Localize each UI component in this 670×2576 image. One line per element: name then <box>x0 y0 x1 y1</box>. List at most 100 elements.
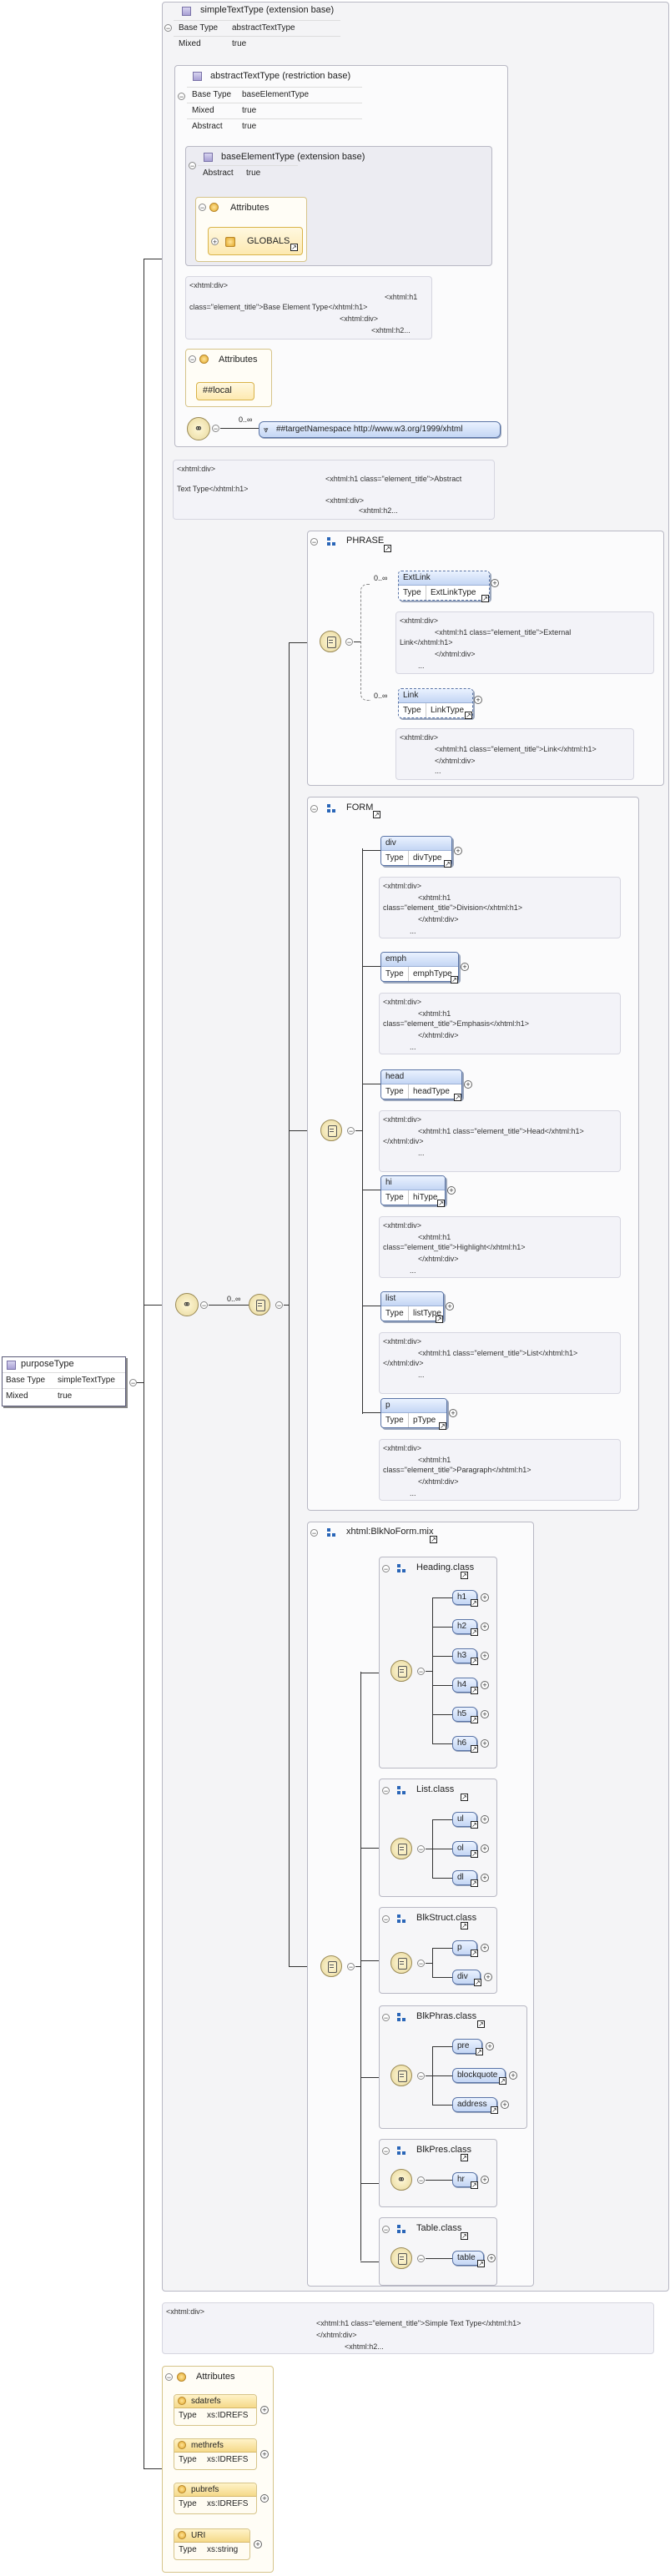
any-element-icon[interactable]: ⚭ <box>175 1293 199 1316</box>
expand-toggle[interactable]: − <box>129 1379 137 1387</box>
goto-arrow-icon[interactable]: ↗ <box>471 1879 478 1887</box>
expand-toggle[interactable]: − <box>417 2255 425 2263</box>
expand-plus[interactable]: + <box>260 2406 269 2414</box>
goto-arrow-icon[interactable]: ↗ <box>461 1922 468 1929</box>
goto-arrow-icon[interactable]: ↗ <box>491 2106 498 2114</box>
expand-toggle[interactable]: + <box>211 238 219 246</box>
element-blockquote[interactable]: blockquote <box>452 2068 506 2083</box>
collapse-toggle[interactable]: − <box>199 204 206 212</box>
expand-plus[interactable]: + <box>481 2176 489 2184</box>
collapse-toggle[interactable]: − <box>164 24 172 33</box>
any-element-icon[interactable]: ⚭ <box>187 417 210 440</box>
collapse-toggle[interactable]: − <box>189 162 196 170</box>
choice-compositor-icon[interactable] <box>320 1955 342 1977</box>
expand-plus[interactable]: + <box>254 2540 262 2548</box>
goto-arrow-icon[interactable]: ↗ <box>471 1716 478 1723</box>
goto-arrow-icon[interactable]: ↗ <box>461 1572 468 1579</box>
collapse-toggle[interactable]: − <box>310 538 318 546</box>
expand-toggle[interactable]: − <box>347 1127 355 1135</box>
collapse-toggle[interactable]: − <box>382 1915 390 1924</box>
goto-arrow-icon[interactable]: ↗ <box>444 860 451 868</box>
expand-toggle[interactable]: − <box>345 638 353 647</box>
choice-compositor-icon[interactable] <box>390 2065 412 2086</box>
expand-plus[interactable]: + <box>260 2494 269 2503</box>
goto-arrow-icon[interactable]: ↗ <box>436 1316 443 1323</box>
element-ExtLink[interactable]: ExtLink Type ExtLinkType <box>398 571 490 601</box>
collapse-toggle[interactable]: − <box>310 805 318 813</box>
collapse-toggle[interactable]: − <box>382 2147 390 2156</box>
goto-arrow-icon[interactable]: ↗ <box>471 1745 478 1753</box>
expand-toggle[interactable]: − <box>417 1845 425 1854</box>
expand-toggle[interactable]: − <box>275 1301 283 1310</box>
goto-arrow-icon[interactable]: ↗ <box>451 976 458 984</box>
goto-arrow-icon[interactable]: ↗ <box>476 2048 483 2055</box>
expand-plus[interactable]: + <box>464 1080 472 1089</box>
expand-toggle[interactable]: − <box>200 1301 208 1310</box>
goto-arrow-icon[interactable]: ↗ <box>461 1794 468 1801</box>
goto-arrow-icon[interactable]: ↗ <box>471 1687 478 1694</box>
goto-arrow-icon[interactable]: ↗ <box>465 712 472 719</box>
expand-plus[interactable]: + <box>486 2042 494 2050</box>
expand-toggle[interactable]: − <box>212 425 219 433</box>
expand-plus[interactable]: + <box>487 2254 496 2262</box>
goto-arrow-icon[interactable]: ↗ <box>471 1850 478 1858</box>
any-compositor-icon[interactable]: ⚭ <box>390 2169 412 2191</box>
element-div[interactable]: div <box>452 1970 481 1985</box>
expand-plus[interactable]: + <box>454 847 462 855</box>
choice-compositor-icon[interactable] <box>390 2247 412 2269</box>
goto-arrow-icon[interactable]: ↗ <box>384 545 391 552</box>
expand-toggle[interactable]: − <box>417 1667 425 1676</box>
goto-arrow-icon[interactable]: ↗ <box>471 1658 478 1665</box>
choice-compositor-icon[interactable] <box>390 1838 412 1859</box>
expand-plus[interactable]: + <box>481 1944 489 1952</box>
goto-arrow-icon[interactable]: ↗ <box>461 2154 468 2161</box>
expand-plus[interactable]: + <box>484 1973 492 1981</box>
goto-arrow-icon[interactable]: ↗ <box>471 1628 478 1636</box>
collapse-toggle[interactable]: − <box>382 1787 390 1795</box>
expand-plus[interactable]: + <box>446 1302 454 1311</box>
expand-plus[interactable]: + <box>491 579 499 587</box>
element-pre[interactable]: pre <box>452 2039 482 2054</box>
expand-plus[interactable]: + <box>474 696 482 704</box>
globals-attribute-group[interactable] <box>208 227 303 255</box>
expand-plus[interactable]: + <box>509 2071 517 2080</box>
collapse-toggle[interactable]: − <box>382 2226 390 2234</box>
expand-plus[interactable]: + <box>481 1681 489 1689</box>
goto-arrow-icon[interactable]: ↗ <box>471 1821 478 1829</box>
goto-arrow-icon[interactable]: ↗ <box>471 1950 478 1957</box>
collapse-toggle[interactable]: − <box>382 1565 390 1573</box>
element-table[interactable]: table <box>452 2251 484 2266</box>
expand-plus[interactable]: + <box>481 1710 489 1718</box>
expand-plus[interactable]: + <box>481 1844 489 1853</box>
expand-plus[interactable]: + <box>481 1815 489 1824</box>
expand-toggle[interactable]: − <box>347 1963 355 1971</box>
sequence-compositor-icon[interactable] <box>320 1119 342 1141</box>
namespace-pill[interactable]: ⩔ ##targetNamespace http://www.w3.org/19… <box>259 421 501 438</box>
any-attribute-local[interactable] <box>196 382 254 400</box>
expand-plus[interactable]: + <box>501 2101 509 2109</box>
goto-arrow-icon[interactable]: ↗ <box>474 1979 481 1986</box>
expand-plus[interactable]: + <box>481 1593 489 1602</box>
choice-compositor-icon[interactable] <box>249 1294 270 1316</box>
goto-arrow-icon[interactable]: ↗ <box>471 2181 478 2189</box>
expand-plus[interactable]: + <box>449 1409 457 1417</box>
expand-plus[interactable]: + <box>481 1874 489 1882</box>
expand-plus[interactable]: + <box>481 1739 489 1748</box>
goto-arrow-icon[interactable]: ↗ <box>461 2232 468 2240</box>
expand-plus[interactable]: + <box>481 1652 489 1660</box>
goto-arrow-icon[interactable]: ↗ <box>477 2020 485 2028</box>
collapse-toggle[interactable]: − <box>382 2014 390 2022</box>
expand-toggle[interactable]: − <box>417 2176 425 2185</box>
collapse-toggle[interactable]: − <box>189 355 196 364</box>
goto-arrow-icon[interactable]: ↗ <box>499 2077 506 2085</box>
goto-arrow-icon[interactable]: ↗ <box>430 1536 437 1543</box>
choice-compositor-icon[interactable] <box>390 1659 412 1682</box>
